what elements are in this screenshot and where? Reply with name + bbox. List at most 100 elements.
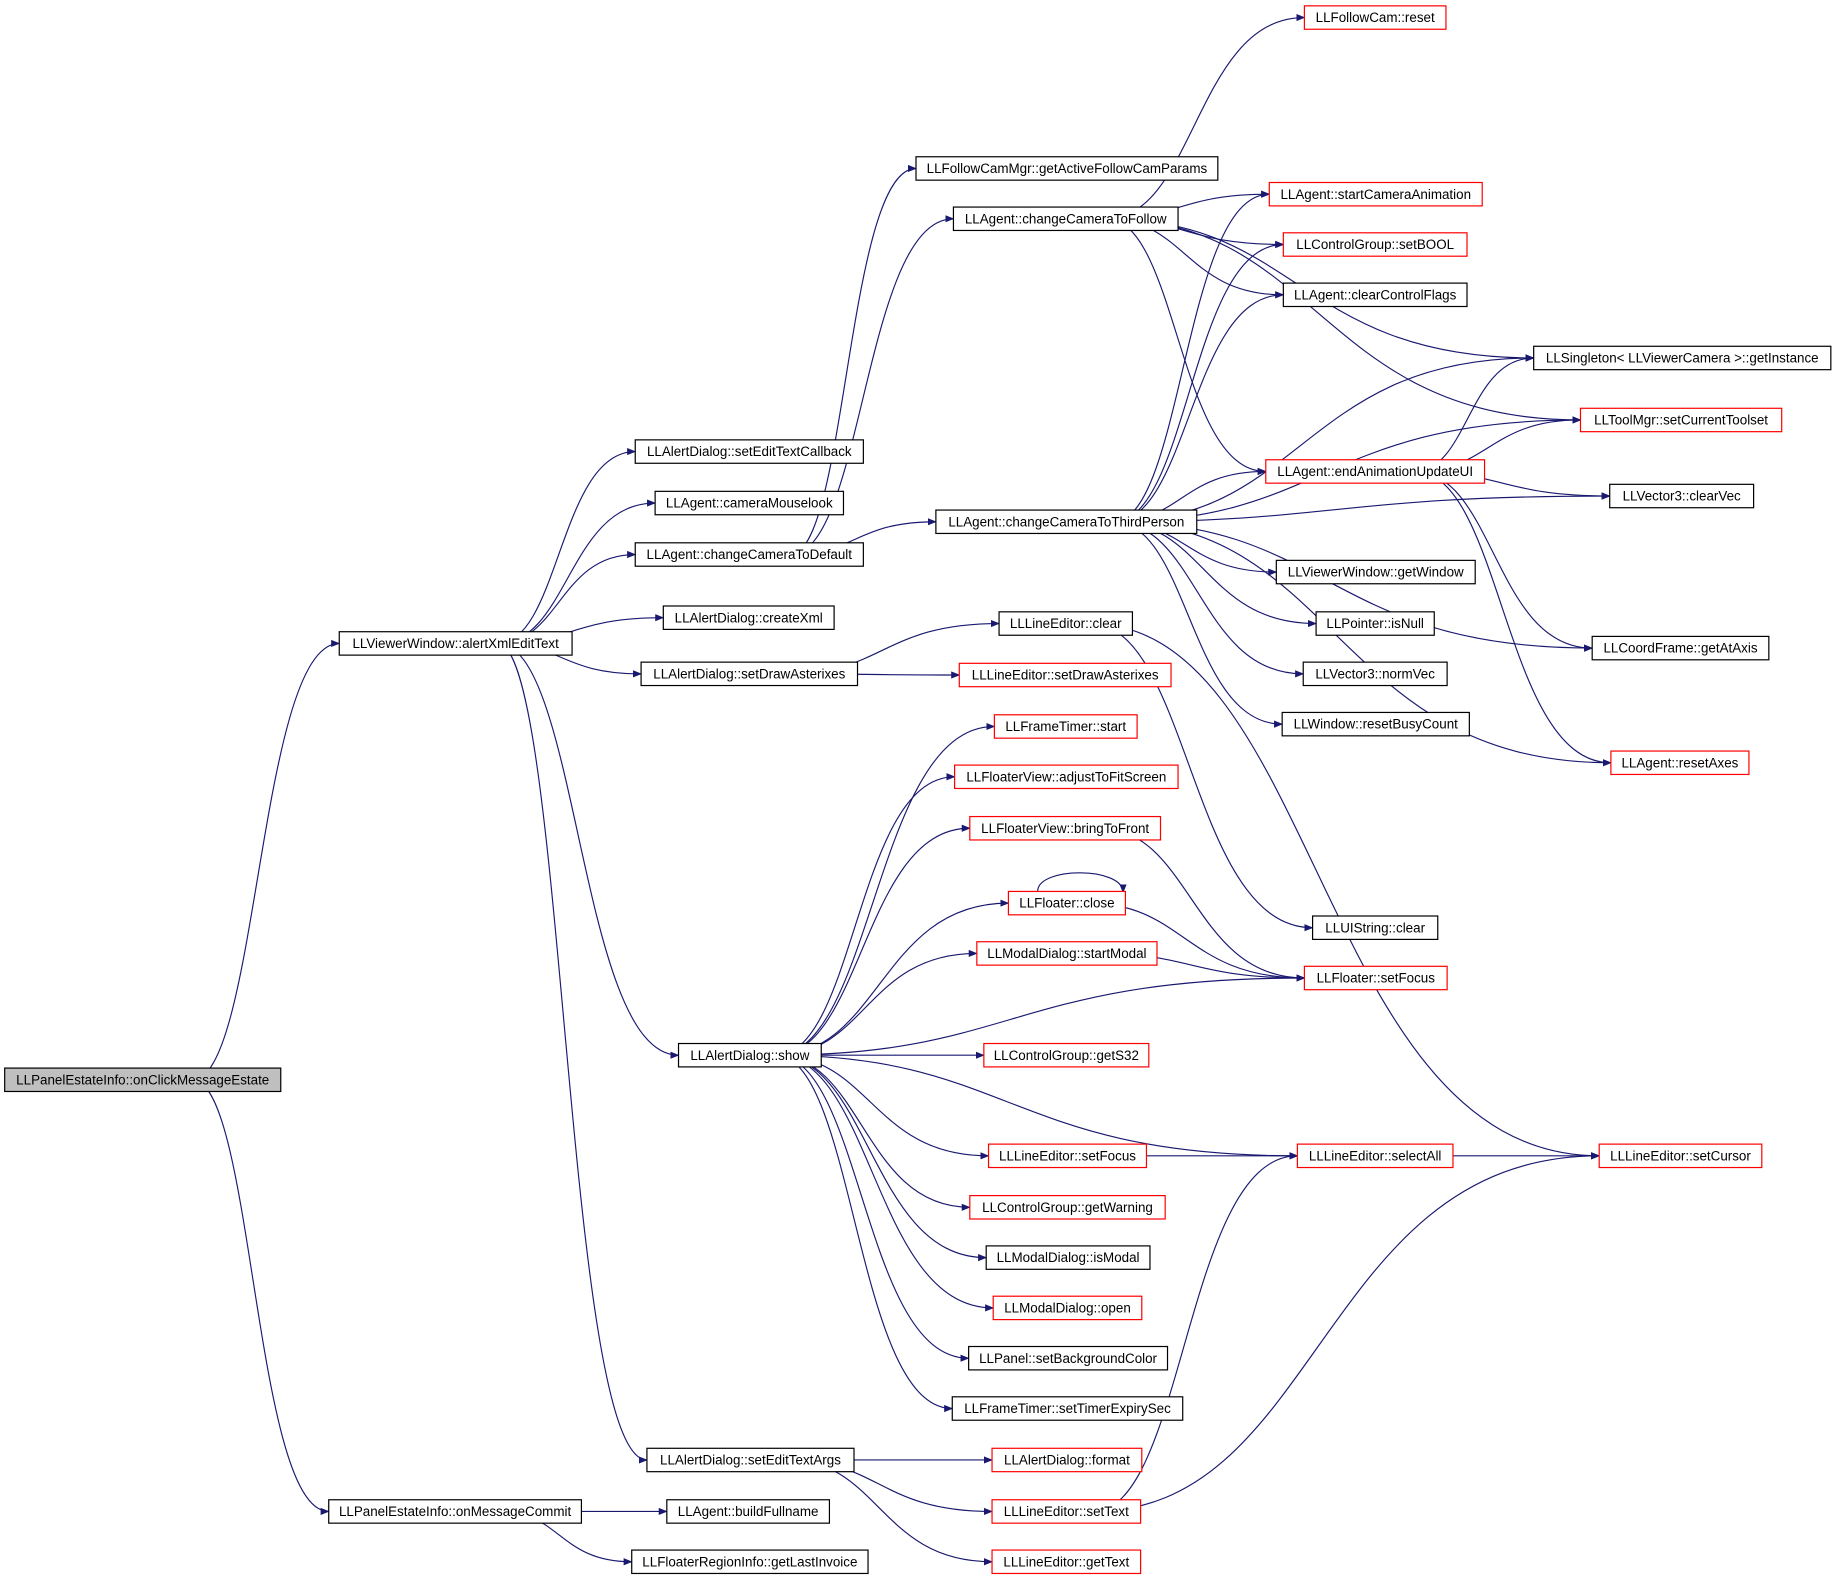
node-box (666, 1499, 831, 1524)
function-node[interactable]: LLPanelEstateInfo::onClickMessageEstate (4, 1067, 282, 1093)
node-label: LLAgent::startCameraAnimation (1280, 187, 1471, 202)
call-edge (775, 1054, 1299, 1160)
call-edge (790, 215, 955, 556)
function-node[interactable]: LLFloaterRegionInfo::getLastInvoice (631, 1549, 869, 1575)
function-node[interactable]: LLControlGroup::getS32 (983, 1042, 1150, 1068)
function-node[interactable]: LLViewerWindow::getWindow (1275, 559, 1476, 585)
function-node[interactable]: LLModalDialog::startModal (976, 941, 1158, 966)
function-node[interactable]: LLVector3::normVec (1302, 661, 1448, 687)
function-node[interactable]: LLAgent::changeCameraToThirdPerson (935, 509, 1198, 535)
node-box (969, 1194, 1166, 1220)
function-node[interactable]: LLFloater::setFocus (1303, 965, 1448, 991)
node-box (1275, 559, 1476, 585)
function-node[interactable]: LLLineEditor::setCursor (1598, 1143, 1763, 1169)
function-node[interactable]: LLAlertDialog::format (991, 1447, 1143, 1473)
function-node[interactable]: LLModalDialog::isModal (985, 1245, 1151, 1270)
function-node[interactable]: LLFollowCamMgr::getActiveFollowCamParams (915, 156, 1219, 181)
function-node[interactable]: LLLineEditor::getText (991, 1549, 1142, 1575)
node-box (952, 206, 1179, 232)
function-node[interactable]: LLLineEditor::setFocus (987, 1143, 1148, 1169)
node-label: LLLineEditor::setFocus (999, 1148, 1136, 1163)
node-label: LLAlertDialog::setEditTextArgs (660, 1453, 841, 1468)
node-box (951, 1396, 1184, 1421)
call-edge (775, 1054, 990, 1160)
node-label: LLUIString::clear (1325, 920, 1425, 935)
function-node[interactable]: LLLineEditor::selectAll (1296, 1143, 1454, 1169)
function-node[interactable]: LLPanel::setBackgroundColor (968, 1345, 1169, 1371)
call-edge (775, 1054, 995, 1312)
function-node[interactable]: LLCoordFrame::getAtAxis (1591, 635, 1770, 661)
node-label: LLControlGroup::getS32 (994, 1048, 1139, 1063)
function-node[interactable]: LLAgent::buildFullname (666, 1499, 831, 1524)
function-node[interactable]: LLModalDialog::open (992, 1295, 1143, 1321)
function-node[interactable]: LLFloaterView::bringToFront (969, 815, 1162, 841)
node-label: LLPanelEstateInfo::onMessageCommit (339, 1504, 572, 1519)
function-node[interactable]: LLFrameTimer::start (993, 714, 1138, 739)
function-node[interactable]: LLLineEditor::clear (998, 611, 1134, 636)
function-node[interactable]: LLAlertDialog::setEditTextCallback (634, 439, 864, 464)
call-edge (1089, 622, 1314, 932)
node-label: LLCoordFrame::getAtAxis (1603, 641, 1757, 656)
function-node[interactable]: LLAgent::resetAxes (1610, 750, 1750, 776)
function-node[interactable]: LLLineEditor::setText (991, 1499, 1142, 1524)
node-label: LLLineEditor::setDrawAsterixes (972, 668, 1159, 683)
call-edge (775, 1054, 954, 1413)
function-node[interactable]: LLAlertDialog::show (677, 1042, 822, 1068)
function-node[interactable]: LLPanelEstateInfo::onMessageCommit (328, 1499, 583, 1524)
function-node[interactable]: LLAlertDialog::setEditTextArgs (646, 1447, 855, 1473)
function-node[interactable]: LLControlGroup::setBOOL (1282, 232, 1468, 257)
function-node[interactable]: LLControlGroup::getWarning (969, 1194, 1166, 1220)
function-node[interactable]: LLAlertDialog::createXml (662, 605, 835, 630)
node-box (993, 714, 1138, 739)
node-label: LLFrameTimer::setTimerExpirySec (964, 1401, 1171, 1416)
node-label: LLPointer::isNull (1326, 616, 1424, 631)
node-box (1282, 232, 1468, 257)
node-label: LLFloaterView::adjustToFitScreen (966, 769, 1166, 784)
call-edge (497, 642, 680, 1059)
function-node[interactable]: LLSingleton< LLViewerCamera >::getInstan… (1533, 345, 1832, 371)
node-box (1007, 890, 1127, 916)
node-box (976, 941, 1158, 966)
node-label: LLLineEditor::setText (1004, 1504, 1129, 1519)
function-node[interactable]: LLAgent::changeCameraToDefault (634, 542, 864, 567)
node-box (1598, 1143, 1763, 1169)
call-edge (192, 1079, 330, 1516)
node-box (654, 490, 845, 516)
node-box (1579, 407, 1783, 433)
node-label: LLLineEditor::clear (1010, 616, 1122, 631)
node-label: LLAlertDialog::createXml (675, 610, 823, 625)
function-node[interactable]: LLVector3::clearVec (1609, 483, 1755, 509)
node-label: LLAlertDialog::show (690, 1048, 809, 1063)
function-node[interactable]: LLAgent::cameraMouselook (654, 490, 845, 516)
call-edge (1113, 354, 1535, 523)
function-node[interactable]: LLViewerWindow::alertXmlEditText (338, 631, 573, 656)
node-box (1610, 750, 1750, 776)
function-node[interactable]: LLFrameTimer::setTimerExpirySec (951, 1396, 1184, 1421)
call-edge (1093, 1152, 1299, 1513)
function-node[interactable]: LLToolMgr::setCurrentToolset (1579, 407, 1783, 433)
function-node[interactable]: LLUIString::clear (1311, 915, 1439, 940)
node-box (1533, 345, 1832, 371)
node-label: LLLineEditor::setCursor (1610, 1148, 1751, 1163)
function-node[interactable]: LLAlertDialog::setDrawAsterixes (640, 661, 859, 687)
function-node[interactable]: LLLineEditor::setDrawAsterixes (958, 662, 1172, 688)
node-label: LLFloaterView::bringToFront (981, 821, 1149, 836)
node-label: LLFollowCam::reset (1316, 10, 1435, 25)
node-box (992, 1295, 1143, 1321)
node-box (1268, 181, 1483, 207)
node-box (991, 1499, 1142, 1524)
function-node[interactable]: LLWindow::resetBusyCount (1281, 711, 1470, 737)
function-node[interactable]: LLAgent::changeCameraToFollow (952, 206, 1179, 232)
call-edge (1106, 218, 1582, 424)
node-box (634, 439, 864, 464)
function-node[interactable]: LLFloater::close (1007, 890, 1127, 916)
call-edge (775, 773, 956, 1056)
node-box (4, 1067, 282, 1093)
function-node[interactable]: LLFloaterView::adjustToFitScreen (954, 764, 1179, 790)
function-node[interactable]: LLFollowCam::reset (1303, 5, 1447, 30)
function-node[interactable]: LLPointer::isNull (1315, 611, 1435, 636)
function-node[interactable]: LLAgent::clearControlFlags (1282, 282, 1468, 308)
function-node[interactable]: LLAgent::endAnimationUpdateUI (1265, 459, 1486, 484)
function-node[interactable]: LLAgent::startCameraAnimation (1268, 181, 1483, 207)
